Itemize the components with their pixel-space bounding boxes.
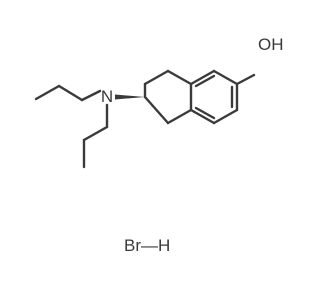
propyl-bond — [82, 125, 109, 142]
aromatic-bond — [212, 69, 239, 86]
propyl-bond — [34, 84, 61, 101]
ring-bond — [143, 69, 170, 86]
ring-bond — [166, 108, 193, 125]
ring-bond — [143, 95, 170, 125]
hydroxyl-label: OH — [258, 35, 284, 54]
aromatic-double-bond — [194, 74, 216, 88]
hydrobromide-label: Br—H — [124, 236, 170, 255]
aromatic-bond — [189, 108, 216, 125]
propyl-bond — [80, 89, 102, 102]
propyl-bond — [57, 84, 84, 102]
ring-bond — [166, 69, 193, 86]
wedge-bond — [115, 94, 145, 100]
aromatic-double-bond — [194, 106, 216, 120]
aromatic-bond — [189, 69, 216, 86]
nitrogen-label: N — [101, 87, 113, 106]
aromatic-bond — [212, 108, 239, 125]
structure-diagram: N OH Br—H — [34, 35, 284, 255]
hydroxyl-bond — [235, 73, 256, 86]
